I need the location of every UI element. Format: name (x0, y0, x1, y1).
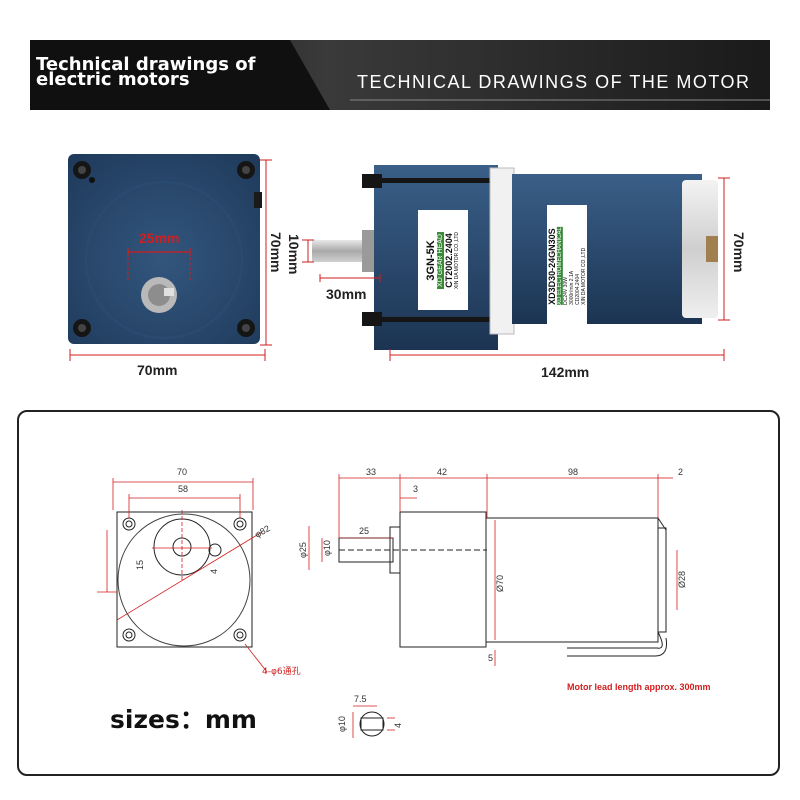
mounting-holes-note: 4-φ6通孔 (262, 667, 301, 677)
front-dim-lines (69, 159, 272, 361)
dim-4: 4 (209, 569, 219, 574)
dim-phi82: φ82 (253, 523, 272, 540)
dim-42: 42 (437, 467, 447, 477)
dim-98: 98 (568, 467, 578, 477)
body-length-dim: 142mm (541, 364, 590, 380)
front-height-dim: 70mm (268, 232, 284, 273)
key-4: 4 (393, 723, 403, 728)
header-banner (30, 40, 770, 110)
header-banner-shape (30, 40, 770, 110)
header-subtitle: TECHNICAL DRAWINGS OF THE MOTOR (357, 72, 751, 92)
dim-15: 15 (135, 560, 145, 570)
dim-2: 2 (678, 467, 683, 477)
dim-phi70: Ø70 (495, 575, 505, 592)
dim-5: 5 (488, 653, 493, 663)
side-drawing-dims (308, 474, 678, 666)
motor-maker: XIN DA MOTOR CO.,LTD (581, 247, 588, 305)
dim-3: 3 (413, 484, 418, 494)
shaft-len-dim: 30mm (326, 286, 367, 302)
dim-58: 58 (178, 484, 188, 494)
dim-70: 70 (177, 467, 187, 477)
front-drawing (116, 511, 253, 648)
key-phi10: φ10 (337, 716, 347, 732)
technical-drawing: 70 58 φ82 15 4 33 42 98 2 3 25 φ25 φ10 Ø… (97, 467, 687, 738)
motor-model: XD3D30-24GN30S (547, 228, 558, 305)
key-detail (359, 711, 385, 737)
header-title-line1: Technical drawings of (36, 54, 256, 75)
front-width-dim: 70mm (137, 362, 178, 378)
dim-phi25: φ25 (298, 542, 308, 558)
dim-33: 33 (366, 467, 376, 477)
motor-label: XD3D30-24GN30S XD ELECTROMECHANICAL DC24… (545, 208, 589, 324)
gearbox-model: 3GN-5K (425, 239, 438, 281)
side-drawing (338, 511, 667, 657)
dim-phi28: Ø28 (677, 571, 687, 588)
motor-side-view (302, 165, 730, 361)
motor-lead-note: Motor lead length approx. 300mm (567, 682, 711, 692)
motor-front-view (68, 154, 262, 344)
technical-drawing-panel (17, 410, 780, 776)
gearbox-label: 3GN-5K XD GEAR HEAD CT2002.2404 XIN DA M… (420, 212, 466, 308)
gearbox-maker: XIN DA MOTOR CO.,LTD (454, 231, 461, 289)
dim-25: 25 (359, 526, 369, 536)
motor-height-dim: 70mm (731, 232, 747, 273)
front-drawing-dims (97, 478, 268, 673)
header-title-line2: electric motors (36, 69, 190, 90)
shaft-dia-dim: 10mm (286, 234, 302, 275)
front-shaft-dim: 25mm (139, 230, 180, 246)
sizes-unit-label: sizes：mm (110, 705, 257, 734)
gearbox-code: CT2002.2404 (444, 232, 455, 288)
key-7-5: 7.5 (354, 694, 367, 704)
dim-phi10: φ10 (322, 540, 332, 556)
